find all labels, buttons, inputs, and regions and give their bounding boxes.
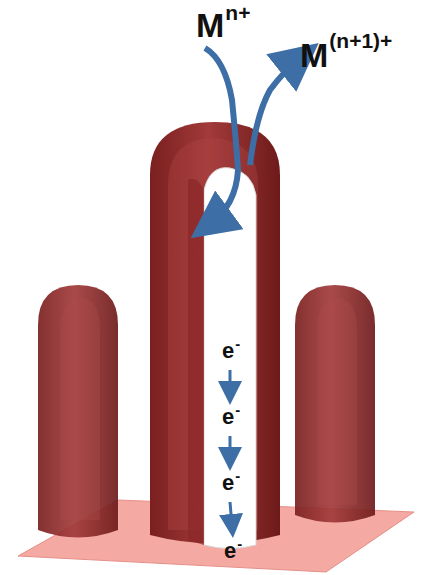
left-pillar <box>38 285 118 538</box>
reaction-arrow <box>205 48 238 224</box>
ion-symbol: M <box>196 8 224 42</box>
electron-charge: - <box>235 402 240 417</box>
electron-symbol: e <box>222 406 234 428</box>
product-arrow <box>250 58 300 165</box>
electron-symbol: e <box>224 540 236 562</box>
electron-symbol: e <box>222 472 234 494</box>
electron-charge: - <box>235 468 240 483</box>
ion-charge: n+ <box>225 2 250 23</box>
electron-flow <box>230 370 232 526</box>
electron-charge: - <box>237 536 242 551</box>
ion-symbol: M <box>300 38 328 72</box>
electron-symbol: e <box>222 340 234 362</box>
electron-charge: - <box>235 336 240 351</box>
ion-charge: (n+1)+ <box>329 30 392 51</box>
right-pillar <box>295 285 375 523</box>
